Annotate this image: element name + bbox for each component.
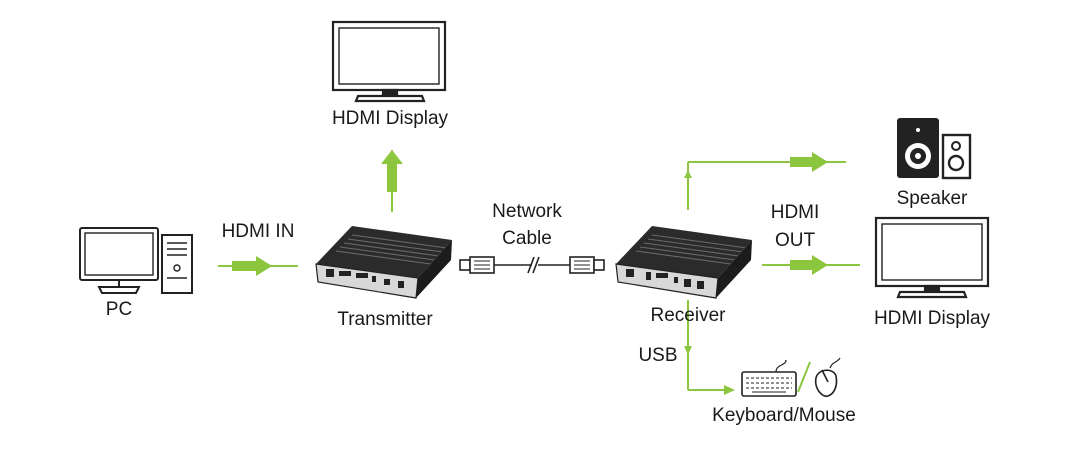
receiver-label: Receiver [650, 305, 726, 326]
right-display-label: HDMI Display [873, 308, 991, 329]
hdmi-in-arrow [218, 256, 298, 276]
receiver-to-speaker-connector [684, 152, 846, 210]
hdmi-out-arrow [762, 255, 860, 275]
hdmi-out-label-line2: OUT [774, 230, 816, 251]
network-cable-label-line1: Network [492, 201, 562, 222]
pc-label: PC [105, 299, 133, 320]
usb-label: USB [638, 345, 678, 366]
transmitter-device [315, 226, 452, 299]
right-hdmi-display-icon [874, 216, 990, 299]
network-cable-label-line2: Cable [502, 228, 552, 249]
speaker-icon [897, 118, 972, 180]
top-hdmi-display-icon [331, 20, 447, 103]
top-display-label: HDMI Display [331, 108, 449, 129]
receiver-device [615, 226, 752, 299]
pc-icon [79, 227, 193, 294]
speaker-label: Speaker [896, 188, 968, 209]
hdmi-in-label: HDMI IN [221, 221, 295, 242]
transmitter-to-display-arrow [381, 150, 403, 212]
transmitter-label: Transmitter [337, 309, 433, 330]
hdmi-out-label-line1: HDMI [770, 202, 820, 223]
network-cable-icon [459, 256, 605, 274]
mouse-icon [814, 357, 841, 398]
usb-connector [684, 300, 735, 395]
keyboard-mouse-label: Keyboard/Mouse [712, 405, 856, 426]
keyboard-icon [741, 359, 797, 397]
keyboard-mouse-separator [797, 361, 811, 393]
